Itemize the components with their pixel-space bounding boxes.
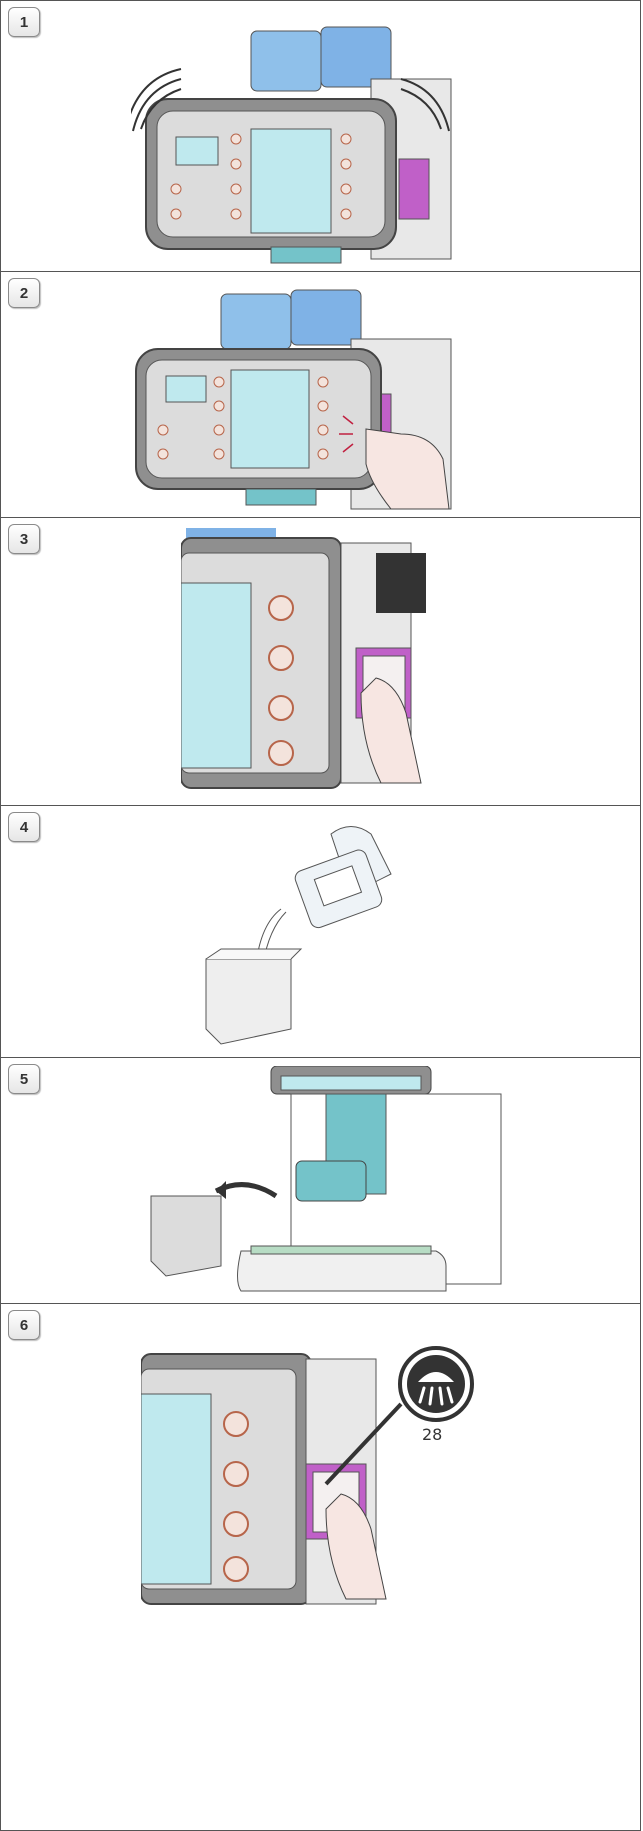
step-badge-3: 3 <box>8 524 40 554</box>
step-badge-1: 1 <box>8 7 40 37</box>
step-badge-6: 6 <box>8 1310 40 1340</box>
step-badge-4: 4 <box>8 812 40 842</box>
step-panel-4: 4 <box>0 805 641 1059</box>
shower-rinse-icon <box>396 1344 476 1424</box>
press-keypad-button-illustration <box>181 528 471 793</box>
step-panel-5: 5 <box>0 1057 641 1305</box>
coffee-machine-alert-illustration <box>131 19 461 269</box>
step-badge-2: 2 <box>8 278 40 308</box>
step-panel-1: 1 <box>0 0 641 273</box>
step-badge-5: 5 <box>8 1064 40 1094</box>
pour-cleaner-illustration <box>201 814 441 1054</box>
place-container-illustration <box>146 1066 511 1301</box>
step-panel-2: 2 <box>0 271 641 519</box>
rinse-program-number: 28 <box>422 1425 442 1444</box>
press-side-button-illustration <box>131 284 461 514</box>
step-panel-6: 6 28 <box>0 1303 641 1831</box>
step-panel-3: 3 <box>0 517 641 807</box>
